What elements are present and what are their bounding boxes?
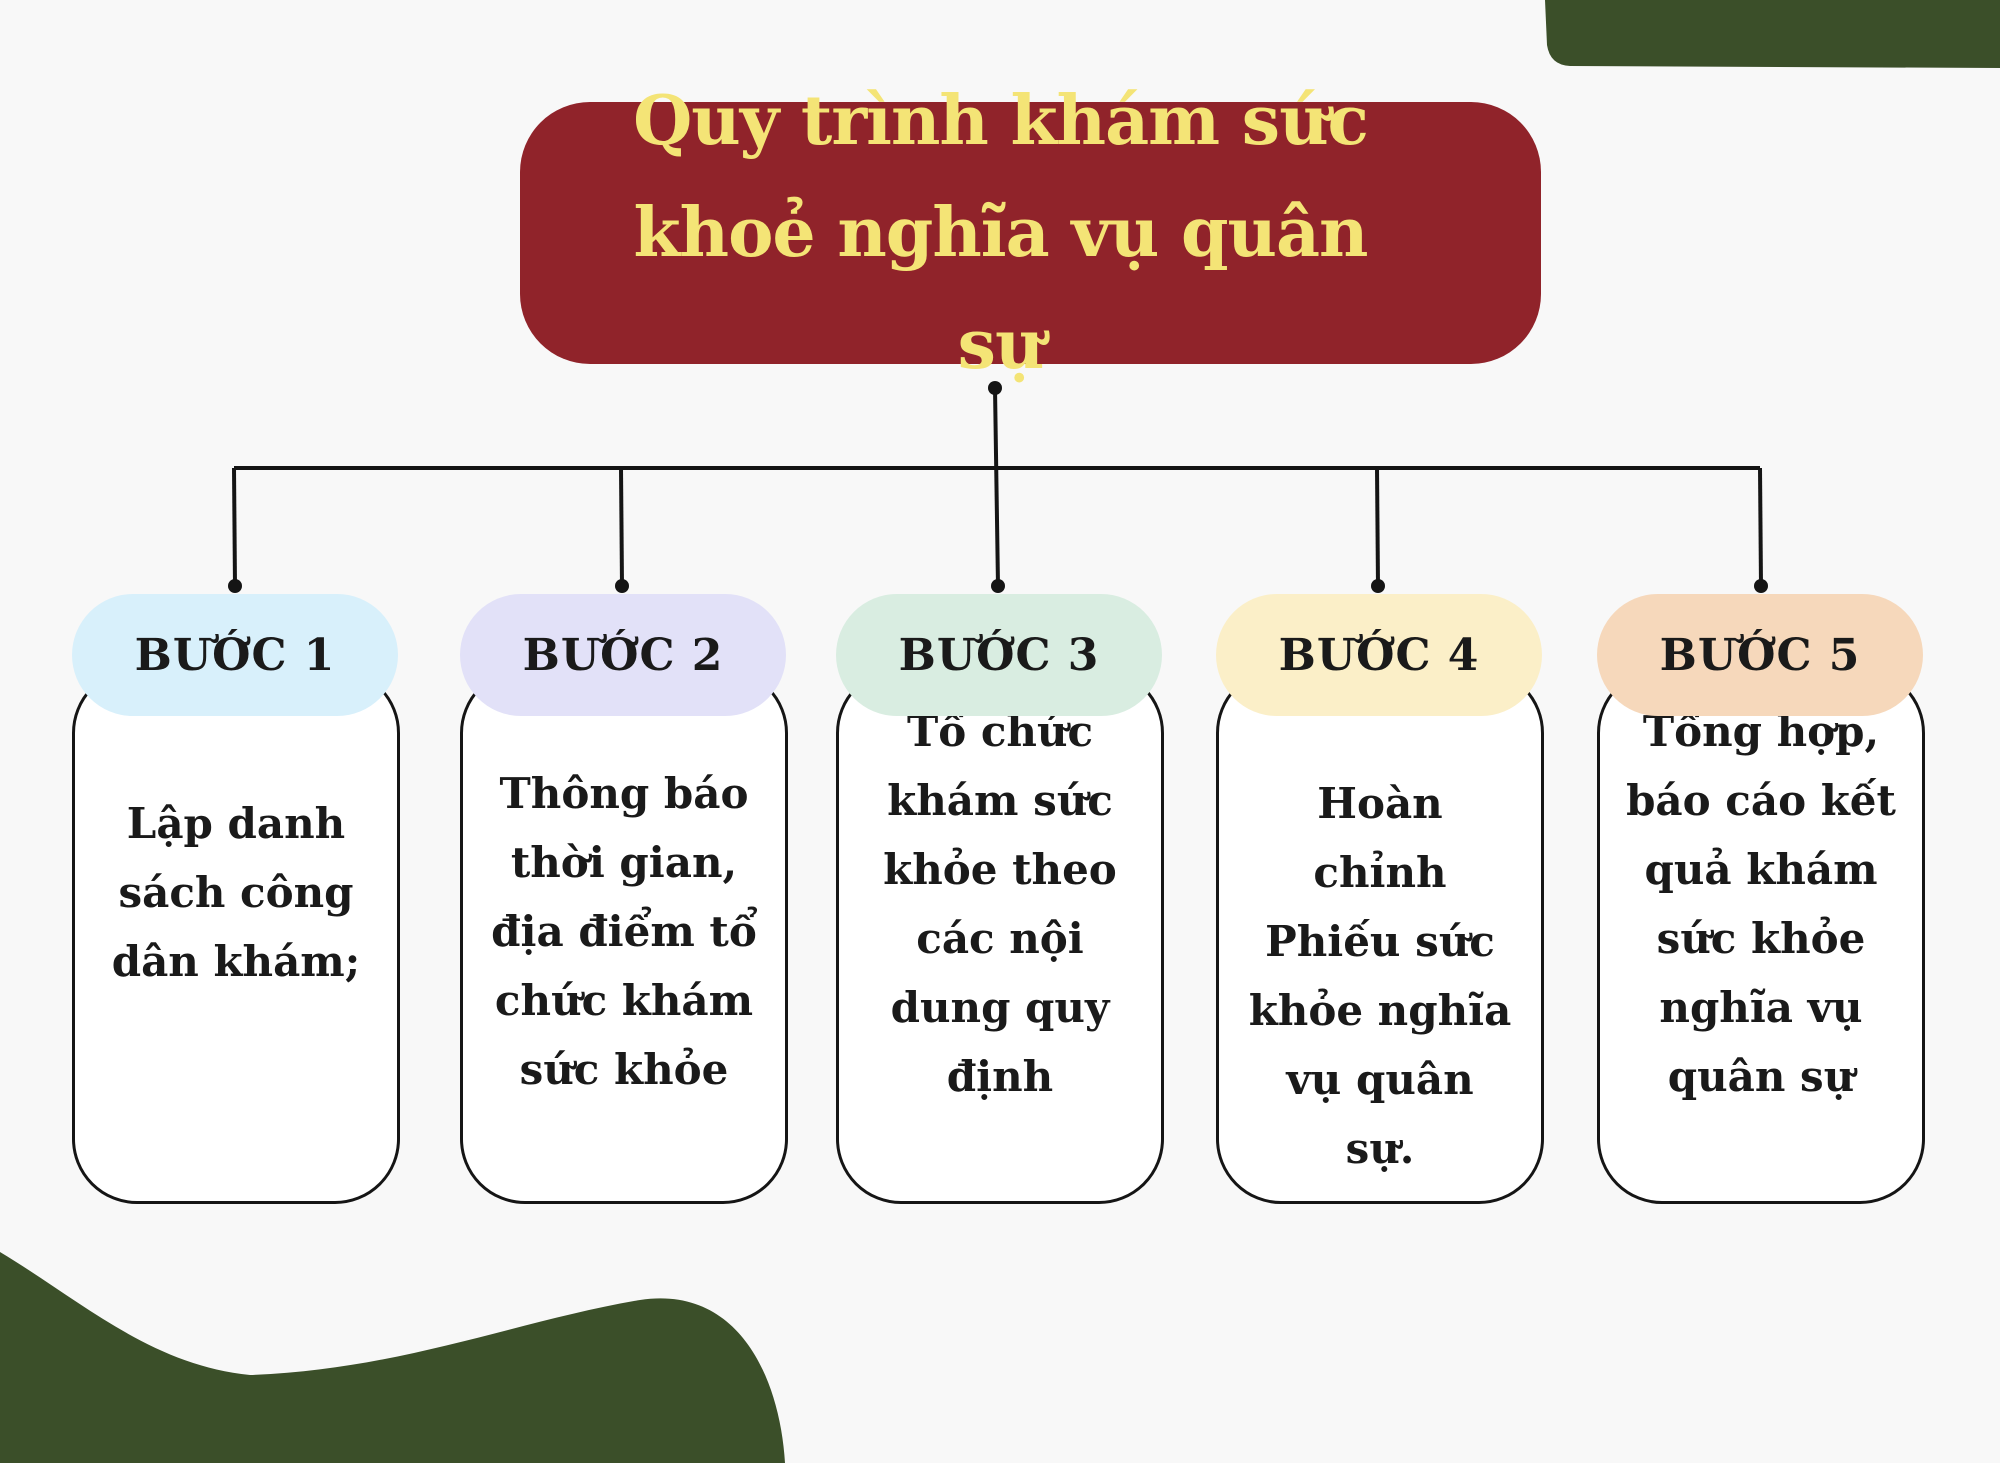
- step-2-line-5: sức khỏe: [519, 1045, 729, 1094]
- step-2-pill: BƯỚC 2: [460, 594, 786, 716]
- step-3-line-2: khám sức: [887, 776, 1113, 825]
- step-5-line-4: sức khỏe: [1656, 914, 1866, 963]
- step-3-line-5: dung quy: [890, 983, 1110, 1032]
- step-4-pill: BƯỚC 4: [1216, 594, 1542, 716]
- branch-dot-3: [991, 579, 1005, 593]
- step-4-description: Hoàn chỉnh Phiếu sức khỏe nghĩa vụ quân …: [1245, 769, 1515, 1183]
- title-box: Quy trình khám sức khoẻ nghĩa vụ quân sự: [520, 81, 1541, 385]
- step-3: Tổ chức khám sức khỏe theo các nội dung …: [836, 594, 1164, 1204]
- branch-line-1: [232, 467, 237, 587]
- branch-dot-1: [228, 579, 242, 593]
- step-5-label: BƯỚC 5: [1659, 629, 1861, 681]
- step-3-line-6: định: [946, 1052, 1054, 1101]
- diagram-title: Quy trình khám sức khoẻ nghĩa vụ quân sự: [580, 65, 1421, 401]
- step-3-pill: BƯỚC 3: [836, 594, 1162, 716]
- step-5-pill: BƯỚC 5: [1597, 594, 1923, 716]
- step-2: Thông báo thời gian, địa điểm tổ chức kh…: [460, 594, 788, 1204]
- step-4-line-2: Phiếu sức: [1265, 917, 1495, 966]
- step-5-description: Tổng hợp, báo cáo kết quả khám sức khỏe …: [1626, 697, 1896, 1111]
- step-4-line-1: Hoàn chỉnh: [1313, 779, 1447, 897]
- step-4-label: BƯỚC 4: [1278, 629, 1480, 681]
- bottom-left-green-shape: [0, 1252, 785, 1463]
- step-4: Hoàn chỉnh Phiếu sức khỏe nghĩa vụ quân …: [1216, 594, 1544, 1204]
- branch-line-2: [619, 467, 624, 587]
- trunk-top-dot: [988, 381, 1002, 395]
- step-3-line-3: khỏe theo: [883, 845, 1117, 894]
- step-5-line-5: nghĩa vụ: [1659, 983, 1863, 1032]
- step-3-label: BƯỚC 3: [898, 629, 1100, 681]
- title-line-2: khoẻ nghĩa vụ quân sự: [633, 193, 1369, 385]
- step-5-line-2: báo cáo kết: [1626, 776, 1896, 825]
- step-5-line-6: quân sự: [1667, 1052, 1855, 1101]
- step-4-line-4: vụ quân sự.: [1286, 1055, 1474, 1173]
- step-3-line-4: các nội: [916, 914, 1084, 963]
- step-2-line-1: Thông báo: [499, 769, 749, 818]
- title-line-1: Quy trình khám sức: [633, 81, 1369, 161]
- step-1-line-1: Lập danh: [126, 799, 346, 848]
- branch-dot-2: [615, 579, 629, 593]
- top-right-green-shape: [1545, 0, 2000, 68]
- step-3-description: Tổ chức khám sức khỏe theo các nội dung …: [865, 697, 1135, 1111]
- step-1-line-2: sách công: [118, 868, 354, 917]
- step-2-line-4: chức khám: [494, 976, 754, 1025]
- step-4-card: Hoàn chỉnh Phiếu sức khỏe nghĩa vụ quân …: [1216, 668, 1544, 1204]
- step-1: Lập danh sách công dân khám; BƯỚC 1: [72, 594, 400, 1204]
- branch-line-5: [1758, 467, 1763, 587]
- branch-dot-4: [1371, 579, 1385, 593]
- step-1-card: Lập danh sách công dân khám;: [72, 668, 400, 1204]
- step-1-pill: BƯỚC 1: [72, 594, 398, 716]
- step-5-card: Tổng hợp, báo cáo kết quả khám sức khỏe …: [1597, 668, 1925, 1204]
- step-2-card: Thông báo thời gian, địa điểm tổ chức kh…: [460, 668, 788, 1204]
- step-1-description: Lập danh sách công dân khám;: [101, 789, 371, 996]
- step-5: Tổng hợp, báo cáo kết quả khám sức khỏe …: [1597, 594, 1925, 1204]
- branch-line-4: [1375, 467, 1380, 587]
- step-1-label: BƯỚC 1: [134, 629, 336, 681]
- branch-dot-5: [1754, 579, 1768, 593]
- step-2-description: Thông báo thời gian, địa điểm tổ chức kh…: [489, 759, 759, 1104]
- step-3-card: Tổ chức khám sức khỏe theo các nội dung …: [836, 668, 1164, 1204]
- step-2-line-2: thời gian,: [510, 838, 738, 887]
- step-1-line-3: dân khám;: [111, 937, 361, 986]
- step-2-label: BƯỚC 2: [522, 629, 724, 681]
- step-5-line-3: quả khám: [1644, 845, 1878, 894]
- step-4-line-3: khỏe nghĩa: [1248, 986, 1512, 1035]
- trunk-line: [993, 387, 1000, 587]
- step-2-line-3: địa điểm tổ: [491, 907, 757, 956]
